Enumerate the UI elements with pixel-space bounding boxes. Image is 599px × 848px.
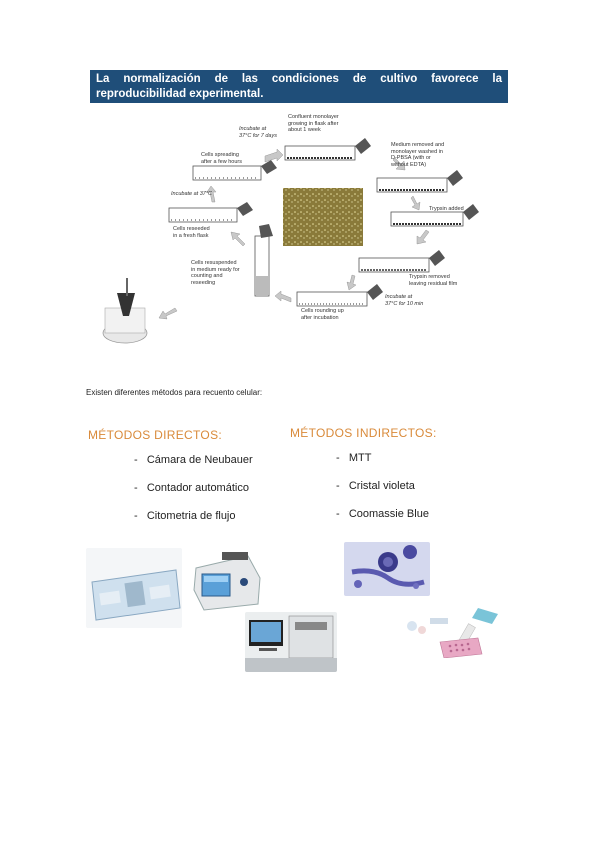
indirect-item-2: - Cristal violeta [336,480,415,492]
flask-spreading [192,160,277,181]
banner-line-1: La normalización de las condiciones de c… [96,73,502,85]
flask-trypsin [390,204,479,227]
crystal-violet-image [344,542,430,596]
direct-item-1: - Cámara de Neubauer [134,454,253,466]
automatic-counter-image [188,548,264,614]
flask-trypsin-removed [358,250,445,273]
flow-cytometer-image [245,612,337,672]
indirect-methods-heading: MÉTODOS INDIRECTOS: [290,426,437,440]
flask-confluent [284,138,371,161]
tube-resuspended [254,224,273,297]
intro-text: Existen diferentes métodos para recuento… [86,388,263,397]
section-banner: La normalización de las condiciones de c… [90,70,508,103]
banner-line-2: reproducibilidad experimental. [96,88,264,100]
neubauer-chamber-image [86,548,182,628]
flask-rounding [296,284,383,307]
flask-reseeded [168,202,253,223]
mtt-assay-illustration [400,604,512,658]
direct-item-3: - Citometria de flujo [134,510,236,522]
cycle-arrows [158,148,430,320]
microscope-image [283,188,363,246]
flask-washed [376,170,463,193]
direct-methods-heading: MÉTODOS DIRECTOS: [88,428,223,442]
label-incubate-37: Incubate at 37°C [171,191,213,197]
diagram-graphics [102,138,479,344]
indirect-item-3: - Coomassie Blue [336,508,429,520]
label-trypsin-added: Trypsin added [429,206,464,212]
direct-item-2: - Contador automático [134,482,249,494]
indirect-item-1: - MTT [336,452,372,464]
pipette-beaker-photo [102,278,148,344]
